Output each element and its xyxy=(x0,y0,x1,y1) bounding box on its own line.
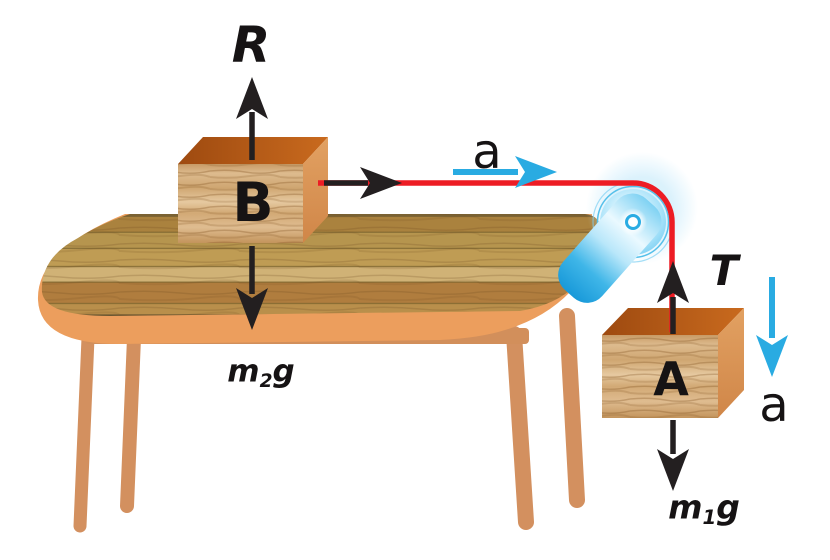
table-leg-front-right xyxy=(506,326,534,530)
weight-b-g: g xyxy=(272,353,295,390)
weight-a-m: m xyxy=(668,487,703,527)
acceleration-side-arrow-head xyxy=(756,335,788,377)
rope xyxy=(318,180,675,332)
table-leg-back-left xyxy=(73,331,95,533)
table-leg-back-right xyxy=(559,308,585,508)
pulley-axle xyxy=(625,214,641,230)
weight-a-sub: 1 xyxy=(702,505,717,529)
label-block-a: A xyxy=(653,352,689,406)
weight-a-g: g xyxy=(716,487,740,527)
block-a-side-face xyxy=(718,308,744,418)
label-weight-a: m1g xyxy=(668,490,740,527)
label-reaction-force: R xyxy=(231,16,271,74)
table xyxy=(37,214,601,533)
label-block-b: B xyxy=(232,171,274,234)
table-leg-front-left xyxy=(120,331,141,513)
block-a xyxy=(602,308,744,418)
force-arrows xyxy=(236,77,689,491)
block-b-side-face xyxy=(303,137,328,243)
weight-a-arrow-head xyxy=(657,449,689,491)
label-weight-b: m2g xyxy=(227,353,295,392)
table-top-grain xyxy=(41,214,601,316)
block-b-front-grain xyxy=(178,164,303,243)
label-tension: T xyxy=(709,246,739,295)
label-acceleration-side: a xyxy=(759,377,789,433)
weight-b-m: m xyxy=(227,353,260,390)
block-a-front-grain xyxy=(602,335,718,418)
acceleration-arrows xyxy=(453,156,788,377)
label-acceleration-top: a xyxy=(472,124,502,180)
weight-b-sub: 2 xyxy=(259,370,273,392)
table-legs xyxy=(73,308,585,533)
